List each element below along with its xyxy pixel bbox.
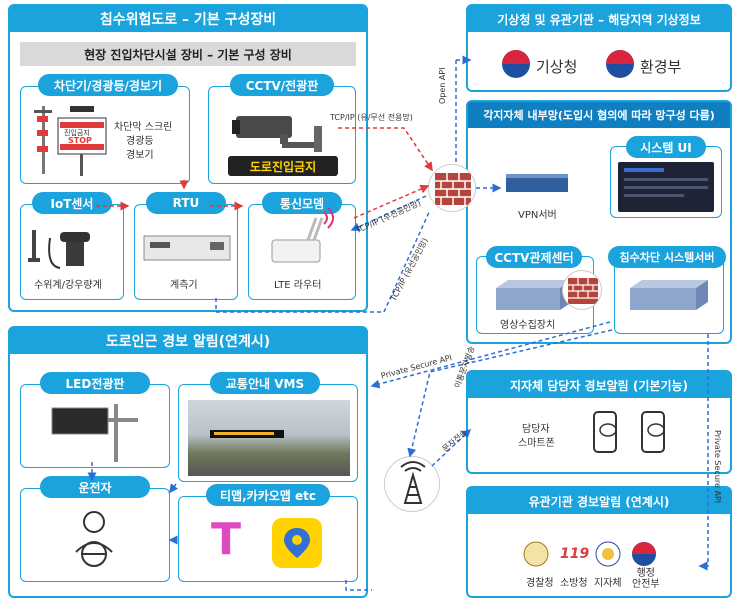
agency-title: 유관기관 경보알림 (연계시) [468, 488, 730, 514]
officer-person-2: 스마트폰 [518, 438, 555, 449]
barrier-desc-2: 경광등 [126, 136, 154, 147]
road-panel: 도로인근 경보 알림(연계시) LED전광판 교통안내 VMS 운전자 티맵,카… [8, 326, 368, 598]
env-name: 환경부 [640, 58, 682, 76]
apps-label: 티맵,카카오맵 etc [206, 484, 330, 506]
kma-name: 기상청 [536, 58, 578, 76]
road-title: 도로인근 경보 알림(연계시) [10, 328, 366, 354]
vms-label: 교통안내 VMS [210, 372, 320, 394]
cctv-center-label: CCTV관제센터 [486, 246, 582, 268]
rtu-label: RTU [146, 192, 226, 214]
local-network-panel: 각지자체 내부망(도입시 협의에 따라 망구성 다름) VPN서버 시스템 UI… [466, 100, 732, 344]
field-title: 침수위험도로 – 기본 구성장비 [10, 6, 366, 32]
field-panel: 침수위험도로 – 기본 구성장비 현장 진입차단시설 장비 – 기본 구성 장비… [8, 4, 368, 312]
cctv-sign: 도로진입금지 [228, 156, 338, 176]
system-ui-label: 시스템 UI [626, 136, 706, 158]
system-ui-screen [618, 162, 714, 212]
firewall-icon-cctv [562, 270, 602, 310]
agency-mois: 행정 안전부 [632, 568, 660, 590]
vms-photo [188, 400, 350, 476]
officer-title: 지자체 담당자 경보알림 (기본기능) [468, 372, 730, 398]
led-label: LED전광판 [40, 372, 150, 394]
cctv-label: CCTV/전광판 [230, 74, 334, 96]
agency-police: 경찰청 [526, 578, 554, 589]
agency-panel: 유관기관 경보알림 (연계시) 119 경찰청 소방청 지자체 행정 안전부 [466, 486, 732, 598]
modem-label: 통신모뎀 [262, 192, 342, 214]
flood-server-label: 침수차단 시스템서버 [608, 246, 726, 268]
iot-label: IoT센서 [32, 192, 112, 214]
tmap-letter: T [210, 514, 241, 565]
fire-logo: 119 [560, 546, 590, 562]
officer-person-1: 담당자 [522, 424, 550, 435]
apps-box [178, 496, 358, 582]
field-band: 현장 진입차단시설 장비 – 기본 구성 장비 [20, 42, 356, 66]
driver-label: 운전자 [40, 476, 150, 498]
agency-fire: 소방청 [560, 578, 588, 589]
label-private-api-2: Private Secure API [713, 430, 722, 504]
agency-local: 지자체 [594, 578, 622, 589]
weather-title: 기상청 및 유관기관 – 해당지역 기상정보 [468, 6, 730, 32]
label-private-api: Private Secure API [380, 353, 453, 381]
barrier-desc-1: 차단막 스크린 [114, 122, 173, 133]
tmap-icon: T [204, 518, 248, 562]
label-tcp3: TCP/IP (유선공인망) [388, 236, 430, 303]
rtu-caption: 계측기 [170, 280, 198, 291]
vpn-caption: VPN서버 [518, 210, 557, 221]
kakaomap-icon [272, 518, 322, 568]
officer-panel: 지자체 담당자 경보알림 (기본기능) 담당자 스마트폰 [466, 370, 732, 474]
cctv-sign-text: 도로진입금지 [249, 159, 317, 174]
local-title: 각지자체 내부망(도입시 협의에 따라 망구성 다름) [468, 102, 730, 128]
cell-tower-icon [384, 456, 440, 512]
barrier-box [20, 86, 190, 184]
label-tcp1: TCP/IP (유/무선 전용망) [330, 113, 413, 122]
firewall-icon-main [428, 164, 476, 212]
led-box [20, 384, 170, 468]
iot-caption: 수위계/강우량계 [34, 280, 102, 291]
weather-panel: 기상청 및 유관기관 – 해당지역 기상정보 기상청 환경부 [466, 4, 732, 92]
label-open-api: Open API [438, 67, 447, 104]
barrier-sign-2: STOP [68, 136, 92, 145]
barrier-desc-3: 경보기 [126, 150, 154, 161]
video-device-caption: 영상수집장치 [500, 320, 556, 331]
driver-box [20, 488, 170, 582]
barrier-sign-1: 진입금지 [64, 129, 90, 137]
modem-caption: LTE 라우터 [274, 280, 322, 291]
barrier-label: 차단기/경광등/경보기 [38, 74, 178, 96]
